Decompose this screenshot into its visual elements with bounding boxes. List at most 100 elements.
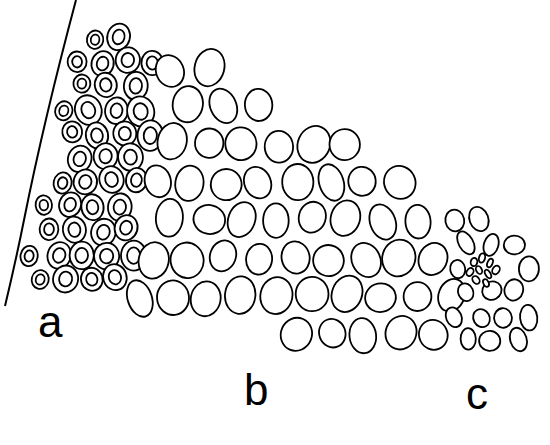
small-fiber bbox=[449, 259, 467, 280]
fiber-outline bbox=[404, 204, 432, 239]
fiber-outline bbox=[264, 130, 294, 163]
myelinated-fiber bbox=[78, 265, 105, 293]
small-fiber bbox=[479, 278, 505, 303]
fiber-outline bbox=[155, 198, 185, 238]
small-fiber bbox=[460, 328, 476, 350]
fiber-outline bbox=[257, 274, 296, 317]
axon-core bbox=[99, 77, 113, 92]
myelinated-fiber bbox=[19, 245, 39, 268]
myelinated-fiber bbox=[35, 195, 53, 216]
myelinated-fiber bbox=[96, 163, 127, 195]
fiber-outline bbox=[224, 126, 258, 161]
axon-core bbox=[66, 125, 78, 138]
myelinated-fiber bbox=[53, 99, 75, 123]
fiber-outline bbox=[190, 202, 228, 238]
tiny-fiber bbox=[471, 275, 481, 286]
section-edge bbox=[5, 0, 76, 306]
axon-core bbox=[90, 34, 100, 45]
fiber-outline bbox=[244, 242, 273, 276]
fiber-outline bbox=[239, 162, 276, 202]
fiber-outline bbox=[282, 163, 315, 200]
myelinated-fiber bbox=[111, 212, 140, 243]
axon-core bbox=[72, 56, 82, 68]
tiny-fiber bbox=[482, 278, 490, 287]
small-fiber bbox=[466, 204, 492, 234]
fiber-outline bbox=[295, 276, 329, 311]
small-fiber bbox=[478, 330, 500, 351]
myelinated-fiber bbox=[67, 51, 87, 72]
axon-core bbox=[79, 100, 97, 120]
fiber-outline bbox=[263, 203, 289, 238]
region-label: a bbox=[38, 300, 62, 344]
fiber-outline bbox=[141, 162, 174, 200]
tiny-fiber bbox=[470, 257, 478, 266]
fiber-outline bbox=[314, 161, 348, 204]
axon-core bbox=[107, 268, 123, 285]
fiber-outline bbox=[329, 129, 360, 161]
small-fiber bbox=[519, 256, 539, 281]
tiny-fiber bbox=[475, 265, 484, 275]
axon-core bbox=[72, 150, 88, 168]
small-fiber bbox=[454, 228, 479, 257]
axon-core bbox=[24, 250, 35, 262]
fiber-outline bbox=[190, 46, 228, 90]
fiber-outline bbox=[173, 164, 206, 203]
axon-core bbox=[113, 199, 127, 215]
axon-core bbox=[132, 102, 149, 121]
myelinated-fiber bbox=[93, 71, 119, 99]
fiber-outline bbox=[194, 128, 224, 158]
small-fiber bbox=[502, 277, 525, 302]
axon-core bbox=[78, 174, 93, 191]
tiny-fiber bbox=[491, 264, 502, 275]
axon-core bbox=[123, 149, 137, 165]
axon-core bbox=[118, 126, 132, 141]
tiny-fiber bbox=[478, 253, 486, 264]
axon-core bbox=[68, 222, 82, 238]
axon-core bbox=[86, 199, 100, 215]
small-fiber bbox=[455, 281, 476, 304]
fiber-outline bbox=[170, 84, 205, 124]
axon-core bbox=[110, 103, 124, 119]
fiber-outline bbox=[122, 277, 157, 320]
small-fiber bbox=[519, 304, 539, 331]
fiber-outline bbox=[279, 239, 313, 276]
myelinated-fiber bbox=[69, 241, 94, 270]
fiber-outline bbox=[379, 161, 421, 204]
region-label: c bbox=[466, 372, 488, 416]
axon-core bbox=[39, 199, 49, 210]
axon-core bbox=[99, 248, 114, 264]
axon-core bbox=[58, 270, 74, 287]
myelinated-fiber bbox=[56, 189, 85, 220]
axon-core bbox=[75, 248, 88, 264]
small-fiber bbox=[493, 308, 512, 329]
myelinated-fiber bbox=[61, 120, 84, 144]
fiber-outline bbox=[326, 271, 367, 316]
fiber-outline bbox=[403, 282, 431, 311]
axon-core bbox=[130, 173, 143, 188]
myelinated-fiber bbox=[72, 74, 91, 94]
small-fiber bbox=[443, 208, 466, 233]
axon-core bbox=[77, 78, 87, 89]
myelinated-fiber bbox=[86, 29, 105, 50]
myelinated-fiber bbox=[100, 261, 130, 293]
myelinated-fiber bbox=[80, 193, 106, 222]
fiber-outline bbox=[315, 315, 350, 351]
axon-core bbox=[58, 104, 70, 117]
fiber-outline bbox=[348, 317, 378, 355]
axon-core bbox=[57, 176, 69, 189]
myelinated-fiber bbox=[30, 268, 51, 290]
fiber-outline bbox=[363, 281, 399, 315]
fiber-outline bbox=[154, 120, 190, 162]
myelinated-fiber bbox=[114, 46, 141, 75]
small-fiber bbox=[443, 305, 465, 330]
fiber-outline bbox=[168, 240, 207, 281]
fiber-outline bbox=[135, 239, 172, 281]
fiber-outline bbox=[365, 201, 401, 244]
small-fiber bbox=[503, 235, 525, 255]
axon-core bbox=[121, 52, 135, 68]
fiber-outline bbox=[413, 238, 452, 280]
axon-core bbox=[103, 171, 119, 189]
axon-core bbox=[35, 273, 46, 285]
fiber-outline bbox=[204, 84, 242, 127]
region-label: b bbox=[244, 368, 268, 412]
